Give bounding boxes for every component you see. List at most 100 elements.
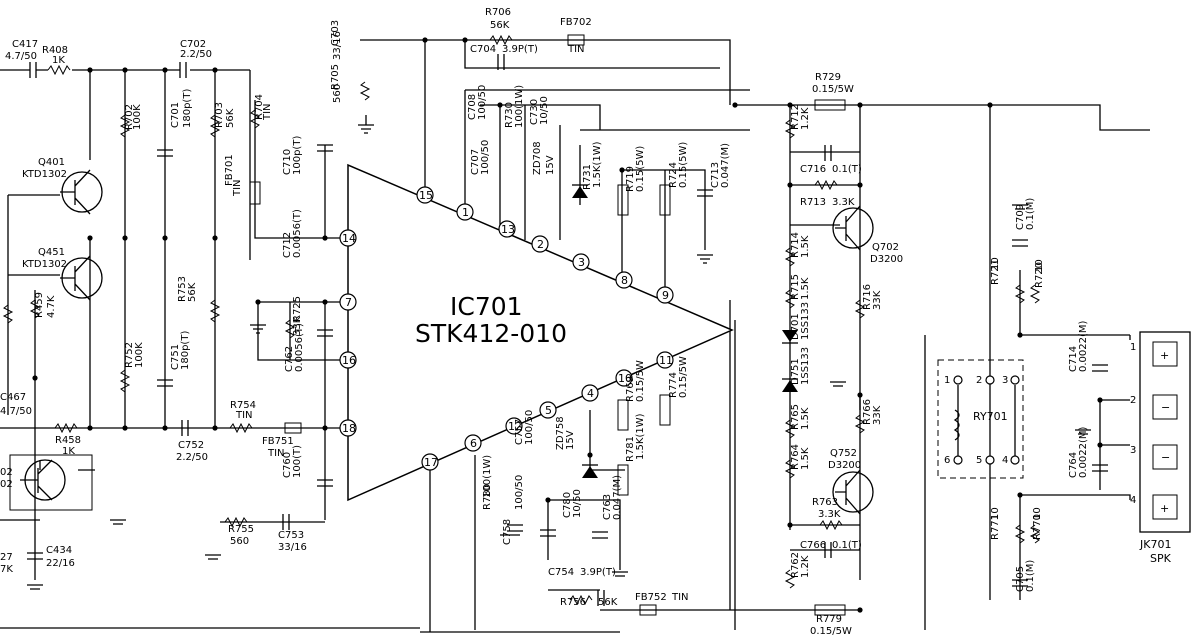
r762-val: 1.2K bbox=[800, 555, 811, 578]
ic-pin-label: 7 bbox=[345, 296, 352, 309]
c762-ref: C762 bbox=[284, 346, 295, 372]
ic-pin-label: 15 bbox=[419, 189, 433, 202]
r715-val: 1.5K bbox=[800, 277, 811, 300]
fb751-val: TIN bbox=[267, 448, 285, 459]
r427-partial-2: 7K bbox=[0, 564, 13, 575]
c710-val: 100p(T) bbox=[292, 136, 303, 175]
q402-partial-2: 02 bbox=[0, 479, 13, 490]
jack-pin: 3 bbox=[1130, 445, 1136, 456]
c751-ref: C751 bbox=[170, 344, 181, 370]
q451-ref: Q451 bbox=[38, 247, 65, 258]
c708-val: 100/50 bbox=[477, 85, 488, 120]
r704-ref: R704 bbox=[254, 94, 265, 120]
c707-val: 100/50 bbox=[480, 140, 491, 175]
c705-ref: C705 bbox=[1015, 566, 1026, 592]
r763-val: 3.3K bbox=[818, 509, 841, 520]
r769-ref: R769 bbox=[625, 376, 636, 402]
r706-ref: R706 bbox=[485, 7, 511, 18]
r756-val: 56K bbox=[598, 597, 618, 608]
r721-val: 10 bbox=[990, 257, 1001, 270]
relay-pin: 2 bbox=[976, 375, 982, 386]
r770-ref: R770 bbox=[1032, 514, 1043, 540]
c709-val: 0.1(M) bbox=[1025, 198, 1036, 230]
junctions bbox=[32, 37, 1103, 613]
r713-val: 3.3K bbox=[832, 197, 855, 208]
c754-ref: C754 bbox=[548, 567, 574, 578]
r755-ref: R755 bbox=[228, 524, 254, 535]
r780-ref: R780 bbox=[482, 484, 493, 510]
r729-val: 0.15/5W bbox=[812, 84, 854, 95]
c704-ref: C704 bbox=[470, 44, 496, 55]
c703-ref: C703 bbox=[330, 20, 341, 46]
q702-val: D3200 bbox=[870, 254, 903, 265]
r766-val: 33K bbox=[872, 405, 883, 425]
r770-val: 10 bbox=[1032, 507, 1043, 520]
r712-ref: R712 bbox=[790, 104, 801, 130]
c764-val: 0.0022(M) bbox=[1078, 426, 1089, 478]
d751-val: 1SS133 bbox=[800, 347, 811, 385]
r754-ref: R754 bbox=[230, 400, 256, 411]
zd708-ref: ZD708 bbox=[532, 141, 543, 175]
relay-pin: 5 bbox=[976, 455, 982, 466]
relay-pin: 6 bbox=[944, 455, 950, 466]
ic-pin-label: 13 bbox=[501, 223, 515, 236]
r774-ref: R774 bbox=[668, 372, 679, 398]
r459-val: 4.7K bbox=[46, 295, 57, 318]
c417-val: 4.7/50 bbox=[5, 51, 37, 62]
r754-val: TIN bbox=[235, 410, 253, 421]
svg-text:−: − bbox=[1161, 401, 1170, 414]
r765-val: 1.5K bbox=[800, 407, 811, 430]
ic-pin-label: 2 bbox=[537, 238, 544, 251]
r725-ref: R725 bbox=[292, 296, 303, 322]
svg-text:−: − bbox=[1161, 451, 1170, 464]
capacitors bbox=[27, 54, 1108, 606]
r706-val: 56K bbox=[490, 20, 510, 31]
c714-val: 0.0022(M) bbox=[1078, 320, 1089, 372]
r713-ref: R713 bbox=[800, 197, 826, 208]
ic-pin-label: 1 bbox=[462, 206, 469, 219]
fb702-ref: FB702 bbox=[560, 17, 592, 28]
fb752-ref: FB752 bbox=[635, 592, 667, 603]
component-labels: C417 4.7/50 R408 1K C702 2.2/50 R706 56K… bbox=[0, 7, 1089, 636]
c467-val: 4.7/50 bbox=[0, 406, 32, 417]
r705-ref: R705 bbox=[330, 64, 341, 90]
r769-val: 0.15/5W bbox=[635, 360, 646, 402]
c705-val: 0.1(M) bbox=[1025, 560, 1036, 592]
fb702-val: TIN bbox=[567, 44, 585, 55]
r752-val: 100K bbox=[134, 342, 145, 368]
zd758-ref: ZD758 bbox=[555, 416, 566, 450]
c757-ref: C757 bbox=[514, 419, 525, 445]
ic-pin-label: 14 bbox=[342, 232, 356, 245]
r702-ref: R702 bbox=[124, 104, 135, 130]
svg-text:+: + bbox=[1160, 349, 1169, 362]
q401-val: KTD1302 bbox=[22, 169, 67, 180]
ic-pin-label: 6 bbox=[470, 437, 477, 450]
r703-ref: R703 bbox=[214, 102, 225, 128]
r753-val: 56K bbox=[187, 282, 198, 302]
r730-ref: R730 bbox=[504, 102, 515, 128]
transistors bbox=[9, 169, 874, 515]
r702-val: 100K bbox=[132, 104, 143, 130]
ic-pin-label: 5 bbox=[545, 404, 552, 417]
c754-val: 3.9P(T) bbox=[580, 567, 616, 578]
r771-ref: R771 bbox=[990, 514, 1001, 540]
jack-pin: 1 bbox=[1130, 342, 1136, 353]
r763-ref: R763 bbox=[812, 497, 838, 508]
r780-val: 100(1W) bbox=[482, 455, 493, 498]
r704-val: TIN bbox=[262, 103, 273, 121]
c716-ref: C716 bbox=[800, 164, 826, 175]
ic-pin-label: 16 bbox=[342, 354, 356, 367]
q752-val: D3200 bbox=[828, 460, 861, 471]
c753-ref: C753 bbox=[278, 530, 304, 541]
r755-val: 560 bbox=[230, 536, 249, 547]
r719-val: 0.15(5W) bbox=[635, 146, 646, 192]
r765-ref: R765 bbox=[790, 404, 801, 430]
r705-val: 560 bbox=[332, 84, 343, 103]
ic-pin-label: 12 bbox=[508, 420, 522, 433]
c766-ref: C766 bbox=[800, 540, 826, 551]
r458-val: 1K bbox=[62, 446, 75, 457]
r753-ref: R753 bbox=[177, 276, 188, 302]
r408-ref: R408 bbox=[42, 45, 68, 56]
jack-pin: 4 bbox=[1130, 495, 1136, 506]
ic-pin-label: 3 bbox=[578, 256, 585, 269]
